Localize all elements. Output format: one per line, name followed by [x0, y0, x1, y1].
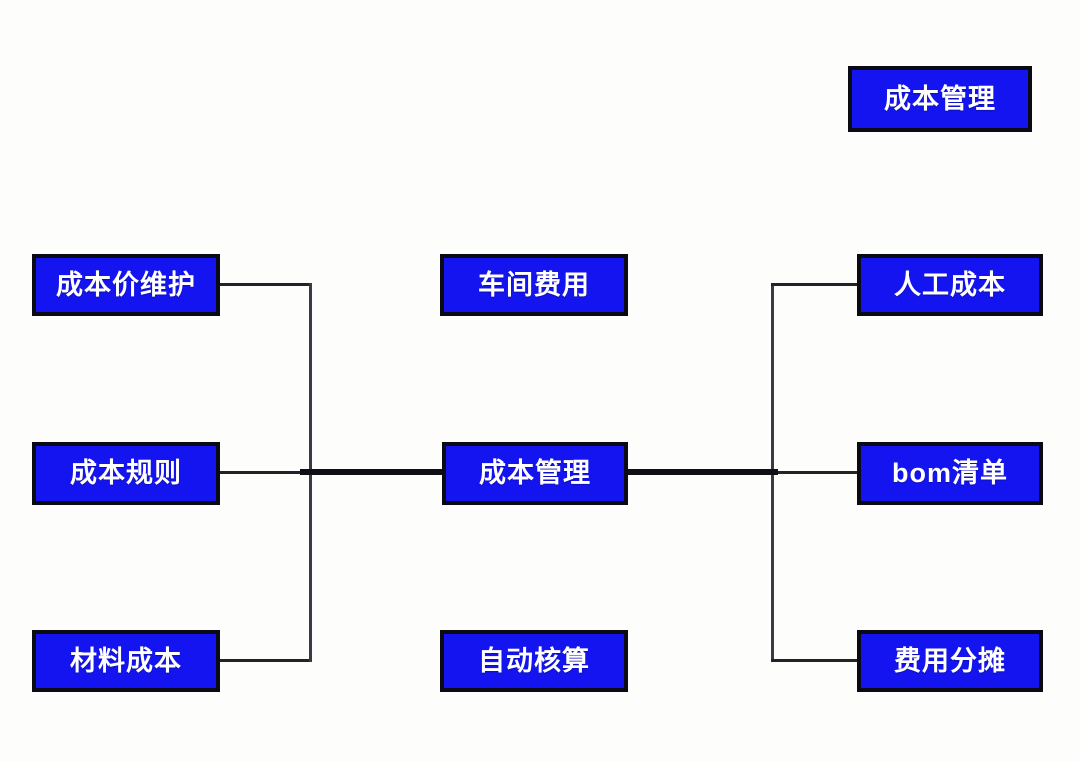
connector-right-top — [771, 283, 861, 286]
node-label: 成本管理 — [479, 458, 591, 488]
node-label: 材料成本 — [70, 645, 182, 676]
connector-trunk-right — [626, 469, 778, 475]
connector-trunk-left — [300, 469, 443, 475]
connector-right-middle — [771, 471, 861, 474]
connector-right-bottom — [771, 659, 861, 662]
node-workshop-expense[interactable]: 车间费用 — [440, 254, 628, 316]
node-title-cost-management[interactable]: 成本管理 — [848, 66, 1032, 132]
node-center-cost-management[interactable]: 成本管理 — [442, 442, 628, 505]
node-cost-price-maintenance[interactable]: 成本价维护 — [32, 254, 220, 316]
node-label: 人工成本 — [894, 269, 1006, 300]
node-automatic-accounting[interactable]: 自动核算 — [440, 630, 628, 692]
node-label: 费用分摊 — [894, 645, 1006, 676]
node-expense-allocation[interactable]: 费用分摊 — [857, 630, 1043, 692]
connector-left-top — [220, 283, 312, 286]
node-material-cost[interactable]: 材料成本 — [32, 630, 220, 692]
node-cost-rules[interactable]: 成本规则 — [32, 442, 220, 505]
connector-left-bottom — [220, 659, 312, 662]
node-label: bom清单 — [892, 458, 1008, 488]
node-bom-list[interactable]: bom清单 — [857, 442, 1043, 505]
node-label: 自动核算 — [478, 645, 590, 676]
node-labor-cost[interactable]: 人工成本 — [857, 254, 1043, 316]
node-label: 成本价维护 — [56, 269, 196, 300]
node-label: 成本规则 — [70, 458, 182, 488]
node-label: 成本管理 — [884, 83, 996, 114]
connector-left-middle — [220, 471, 312, 474]
node-label: 车间费用 — [478, 269, 590, 300]
